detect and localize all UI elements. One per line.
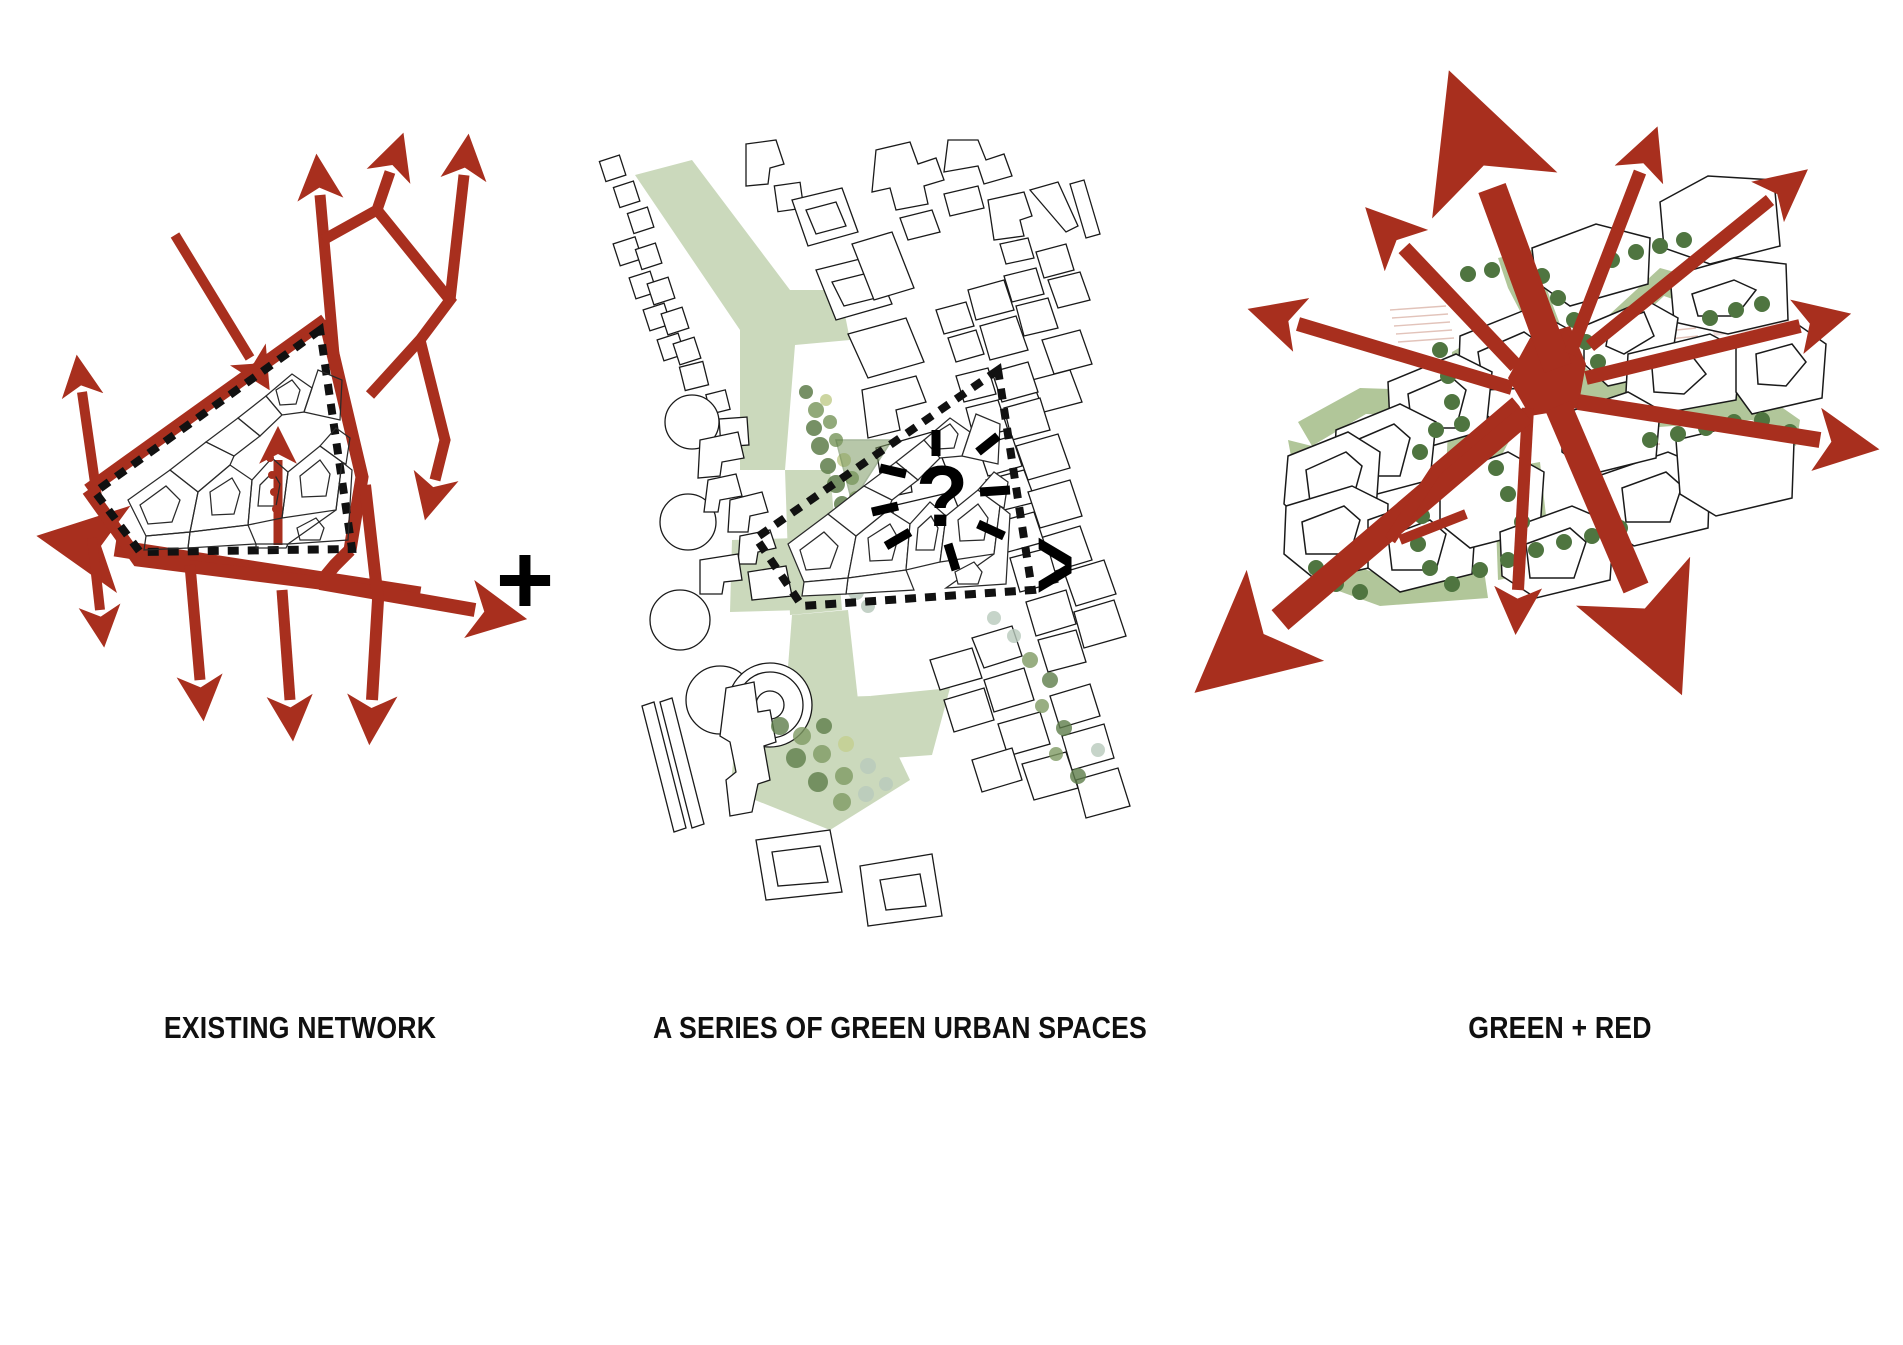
caption-green-urban-spaces: A SERIES OF GREEN URBAN SPACES [652,1010,1147,1045]
red-arrow-north [1432,70,1572,373]
red-arrow-south [1545,400,1691,696]
road-spur-left-down [78,537,121,648]
red-arrow-east-mid [1584,299,1852,385]
site-boundary-dashed [89,322,357,557]
caption-green-plus-red: GREEN + RED [1468,1010,1652,1045]
building-footprints-group [598,139,1131,927]
road-primary-east [318,576,528,638]
red-arrow-northeast [1563,126,1664,357]
red-arrow-east-lower [1576,394,1880,472]
question-mark-glyph: ? [916,449,969,545]
green-corridor-north [635,160,850,470]
red-connector-southwest [1384,397,1520,544]
block-parcels-group [127,369,353,551]
panel-green-plus-red [1194,70,1880,1010]
red-arrow-northwest [1365,207,1522,372]
operator-plus: + [495,524,555,636]
radiating-arrow [870,430,1011,572]
road-north-trunk [297,153,344,356]
road-se-vertical [347,484,398,746]
road-north-branch-ne [320,132,411,245]
road-east-down [413,338,459,521]
panel-green-urban-spaces: ? [580,139,1220,1010]
road-nw-edge [84,314,329,496]
red-street-segment [1398,509,1468,545]
panel-existing-network [20,132,580,1010]
road-spur-center-down [266,589,313,742]
operator-greater-than: > [1035,507,1075,622]
road-network-group [36,132,528,746]
road-south-edge [315,545,355,588]
red-arrow-east-upper [1585,169,1808,352]
road-east-edge [318,318,369,552]
road-east-arc [365,206,457,399]
site-boundary-dashed [750,363,1037,611]
question-mark-arrows-group: ? [870,430,1011,572]
road-spur-left-up [61,354,104,498]
red-armature-group [1194,70,1880,696]
road-spur-mid-diagonal [170,232,270,391]
road-south-spur [176,564,223,722]
interior-dotted-path [266,454,282,530]
red-arrow-south-center [1494,407,1543,636]
road-east-top [440,133,487,301]
road-sw-edge [82,486,321,590]
red-arrow-west [1247,298,1515,395]
green-park-southeast [870,688,950,758]
caption-existing-network: EXISTING NETWORK [163,1010,437,1045]
